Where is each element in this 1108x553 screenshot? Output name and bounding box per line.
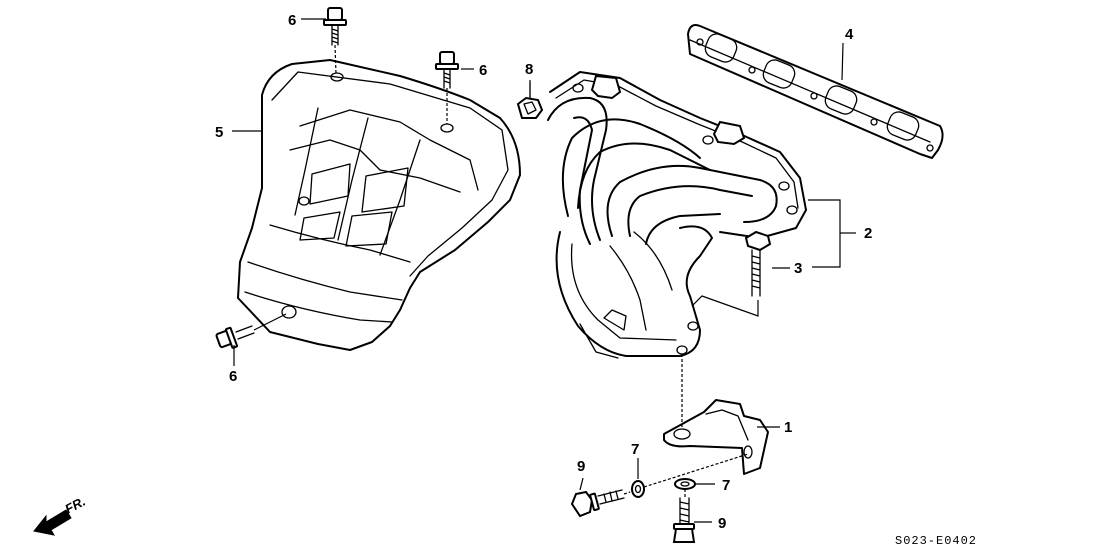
bolt-6-top bbox=[323, 7, 347, 75]
callout-7-left: 7 bbox=[631, 441, 639, 458]
callout-3: 3 bbox=[794, 260, 802, 277]
bolt-3 bbox=[744, 230, 772, 297]
callout-9-bottom: 9 bbox=[718, 515, 726, 532]
nut-8 bbox=[516, 82, 544, 119]
exhaust-gasket bbox=[687, 24, 944, 159]
bolt-9-left bbox=[570, 453, 749, 518]
diagram-code: S023-E0402 bbox=[895, 534, 977, 548]
bolt-9-bottom bbox=[672, 497, 696, 543]
leader-lines bbox=[232, 18, 856, 523]
callout-4: 4 bbox=[845, 26, 854, 43]
callout-6-upper-right: 6 bbox=[479, 62, 487, 79]
callout-1: 1 bbox=[784, 419, 792, 436]
callout-2: 2 bbox=[864, 225, 872, 242]
exhaust-manifold bbox=[547, 71, 807, 428]
callout-5: 5 bbox=[215, 124, 223, 141]
washer-7-right bbox=[674, 478, 696, 498]
heat-shield bbox=[237, 59, 521, 351]
washer-7-left bbox=[631, 480, 645, 498]
manifold-bracket bbox=[663, 399, 769, 475]
callout-8: 8 bbox=[525, 61, 533, 78]
callout-9-left: 9 bbox=[577, 458, 585, 475]
callout-6-lower-left: 6 bbox=[229, 368, 237, 385]
bolt-6-upper-right bbox=[435, 51, 459, 124]
callout-6-top: 6 bbox=[288, 12, 296, 29]
callout-7-right: 7 bbox=[722, 477, 730, 494]
front-direction-arrow: FR. bbox=[33, 494, 88, 536]
bolt-6-lower-left bbox=[215, 313, 287, 349]
